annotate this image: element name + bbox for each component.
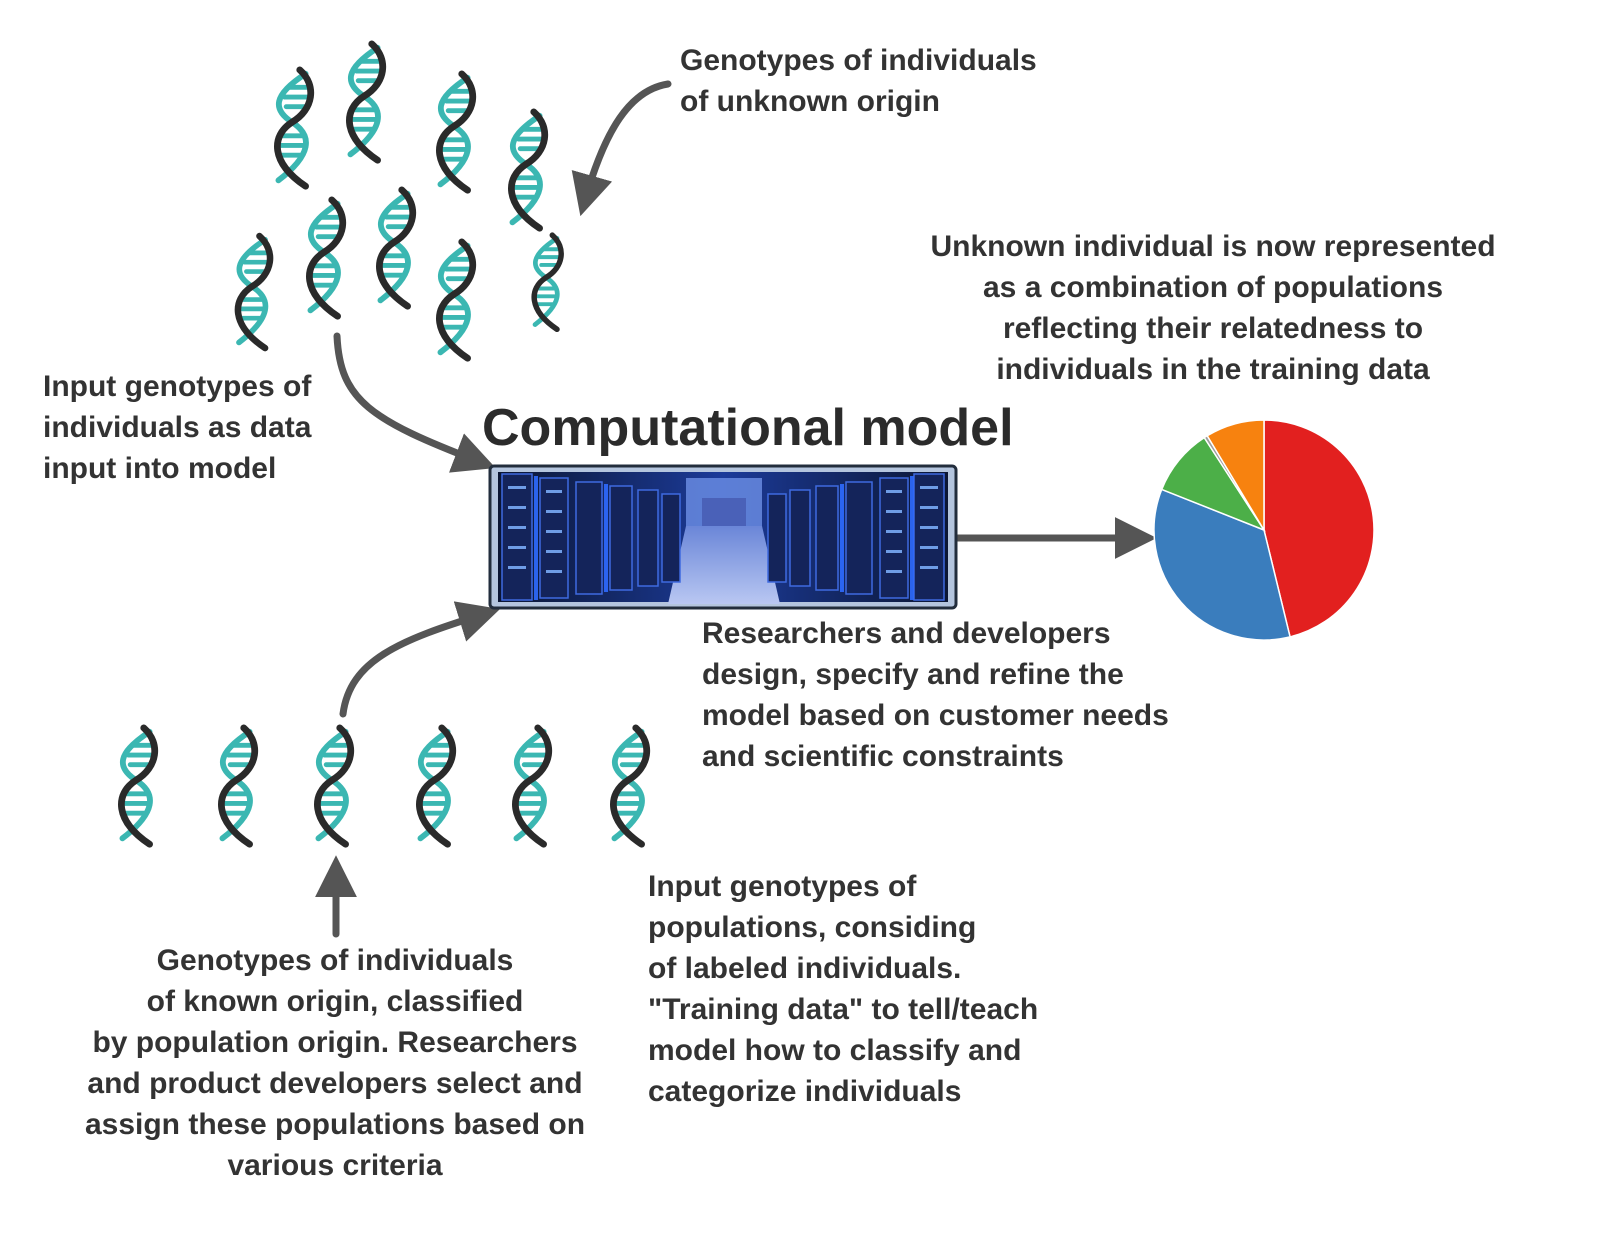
label-line: of labeled individuals. [648, 952, 962, 985]
dna-helix-icon [439, 74, 472, 190]
page-title: Computational model [482, 399, 1014, 457]
dna-helix-icon [379, 190, 412, 306]
pie-slice [1263, 419, 1375, 638]
ancestry-pie-chart [1153, 419, 1375, 641]
dna-helix-icon [221, 728, 254, 844]
dna-helix-icon [309, 200, 342, 316]
dna-helix-icon [613, 728, 646, 844]
label-line: model based on customer needs [702, 699, 1169, 732]
label-line: populations, considing [648, 911, 977, 944]
server-room-image [488, 464, 958, 610]
known-origin-dna-row [121, 728, 646, 844]
arrow-icon [339, 601, 501, 718]
label-line: Input genotypes of [648, 870, 917, 903]
dna-helix-icon [277, 70, 310, 186]
pie-slice [1206, 419, 1265, 533]
label-line: Genotypes of individuals [156, 944, 514, 977]
dna-helix-icon [349, 44, 382, 160]
label-line: "Training data" to tell/teach [648, 993, 1039, 1026]
dna-helix-icon [419, 728, 452, 844]
label-line: Input genotypes of [43, 370, 312, 403]
label-line: of unknown origin [680, 85, 940, 118]
label-line: individuals as data [43, 411, 312, 444]
arrow-icon [333, 332, 496, 473]
label-line: of known origin, classified [146, 985, 524, 1018]
label-line: individuals in the training data [996, 353, 1430, 386]
label-line: by population origin. Researchers [92, 1026, 578, 1059]
label-unknown-origin: Genotypes of individuals of unknown orig… [680, 40, 1037, 122]
label-training-data: Input genotypes of populations, considin… [648, 866, 1038, 1112]
label-input-individuals: Input genotypes of individuals as data i… [43, 366, 311, 489]
label-unknown-represented: Unknown individual is now represented as… [900, 226, 1526, 390]
dna-helix-icon [439, 242, 472, 358]
arrow-icon [571, 80, 672, 217]
label-line: assign these populations based on [84, 1108, 586, 1141]
label-line: various criteria [227, 1149, 443, 1182]
dna-helix-icon [511, 112, 544, 228]
label-line: and scientific constraints [702, 740, 1064, 773]
dna-helix-icon [534, 235, 561, 329]
label-line: design, specify and refine the [702, 658, 1124, 691]
label-known-origin: Genotypes of individuals of known origin… [40, 940, 630, 1186]
label-line: Genotypes of individuals [680, 44, 1037, 77]
dna-helix-icon [317, 728, 350, 844]
dna-helix-icon [515, 728, 548, 844]
label-line: and product developers select and [87, 1067, 583, 1100]
unknown-origin-dna-cluster [238, 44, 561, 358]
label-researchers: Researchers and developers design, speci… [702, 613, 1169, 777]
dna-helix-icon [121, 728, 154, 844]
label-line: as a combination of populations [982, 271, 1444, 304]
label-line: model how to classify and [648, 1034, 1022, 1067]
dna-helix-icon [238, 236, 270, 348]
label-line: reflecting their relatedness to [1002, 312, 1424, 345]
label-line: Researchers and developers [702, 617, 1111, 650]
label-line: input into model [43, 452, 277, 485]
label-line: categorize individuals [648, 1075, 962, 1108]
label-line: Unknown individual is now represented [930, 230, 1496, 263]
